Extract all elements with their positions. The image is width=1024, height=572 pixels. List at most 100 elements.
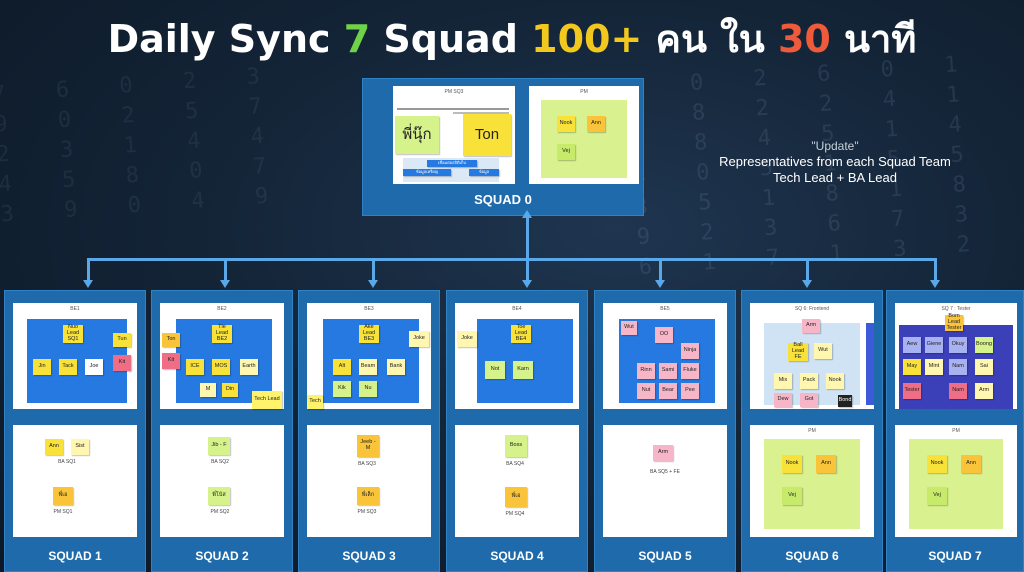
team-area-edge: [866, 323, 874, 405]
sticky-note: Nut: [637, 383, 655, 399]
connector-drop: [659, 258, 662, 282]
sticky-note: Bond: [838, 395, 852, 407]
board-header: PM: [580, 89, 588, 95]
sticky-note: Jib - F: [208, 437, 230, 455]
connector-drop: [372, 258, 375, 282]
squad-7-board-bottom: PM Nook Ann Vej: [895, 425, 1017, 537]
title-people-count: 100+: [531, 17, 643, 61]
title-text: คน ใน: [642, 17, 778, 61]
sticky-note: Nam: [949, 383, 967, 399]
squad-0-label: SQUAD 0: [474, 192, 532, 207]
flow-label: ข้อมูล: [469, 169, 499, 176]
title-text: Daily Sync: [107, 17, 344, 61]
sticky-note: Tack: [59, 359, 77, 375]
role-label: PM SQ2: [210, 509, 230, 515]
sticky-note: Vej: [782, 487, 802, 505]
squad-4-board-bottom: Boss BA SQ4 พี่เอ PM SQ4: [455, 425, 579, 537]
note-line: Representatives from each Squad Team: [719, 154, 951, 169]
sticky-note: Sami: [659, 363, 677, 379]
sticky-note: พี่เอ: [53, 487, 73, 505]
squad-1-panel: BE1 Nuo Lead SQ1 Tun Jin Tack Joe Kit An…: [4, 290, 146, 572]
sticky-note: Fluke: [681, 363, 699, 379]
sticky-note: Vej: [927, 487, 947, 505]
squad-6-label: SQUAD 6: [785, 549, 839, 563]
flow-label: ข้อมูลเหรียญ: [403, 169, 451, 176]
sticky-note: Nook: [557, 116, 575, 132]
squad-1-board-top: BE1 Nuo Lead SQ1 Tun Jin Tack Joe Kit: [13, 303, 137, 409]
sticky-note: Rinn: [637, 363, 655, 379]
squad-0-board-left: PM SQ3 พี่นุ๊ก Ton เชื่อมต่อสถิติเก็บ ข้…: [393, 86, 515, 184]
connector-arrow: [368, 280, 378, 288]
connector-drop: [806, 258, 809, 282]
sticky-note: Jin: [33, 359, 51, 375]
board-header: BE4: [512, 306, 522, 312]
board-header: PM: [952, 428, 960, 434]
squad-5-panel: BE5 Wut OO Ninja Rinn Sami Fluke Nut Bea…: [594, 290, 736, 572]
sticky-note: Aew: [903, 337, 921, 353]
connector-drop: [224, 258, 227, 282]
squad-7-panel: SQ 7 : Tester Bom Lead Tester Aew Giene …: [886, 290, 1024, 572]
sticky-note: Okuy: [949, 337, 967, 353]
sticky-note: Bank: [387, 359, 405, 375]
squad-7-label: SQUAD 7: [928, 549, 982, 563]
sticky-note: Arm: [802, 319, 820, 333]
sticky-note: Giene: [925, 337, 943, 353]
sticky-note: Ann: [45, 439, 63, 455]
sticky-note: Nook: [826, 373, 844, 389]
squad-3-label: SQUAD 3: [342, 549, 396, 563]
sticky-note: Tun: [113, 333, 131, 347]
sticky-note: Beam: [359, 359, 377, 375]
sticky-note: Sai: [975, 359, 993, 375]
connector-horizontal: [87, 258, 937, 261]
sticky-note: Ton: [463, 114, 511, 156]
sticky-note: Nuo Lead SQ1: [63, 324, 83, 343]
sticky-note: พี่เอ: [505, 487, 527, 507]
note-line: Tech Lead + BA Lead: [773, 170, 897, 185]
sticky-note: Tech: [307, 395, 323, 409]
sticky-note: Kit: [162, 353, 180, 369]
sticky-note: Arm: [975, 383, 993, 399]
role-label: PM SQ1: [53, 509, 73, 515]
squad-5-board-bottom: Arm BA SQ5 + FE: [603, 425, 727, 537]
sticky-note: Ninja: [681, 343, 699, 359]
board-header: BE1: [70, 306, 80, 312]
squad-3-board-bottom: Jeeb - M BA SQ3 พี่เล็ก PM SQ3: [307, 425, 431, 537]
sticky-note: Nook: [782, 455, 802, 473]
sticky-note: Ake Lead BE3: [359, 324, 379, 343]
sticky-note: Karn: [513, 361, 533, 379]
board-header: PM: [808, 428, 816, 434]
connector-arrow: [655, 280, 665, 288]
squad-6-board-top: SQ 6: Frontend Arm Ball Lead FE Wut Mix …: [750, 303, 874, 409]
sticky-note: พี่โบ้ส: [208, 487, 230, 505]
sticky-note: Nook: [927, 455, 947, 473]
sticky-note: May: [903, 359, 921, 375]
connector-arrow: [930, 280, 940, 288]
sticky-note: Mint: [925, 359, 943, 375]
sticky-note: Tester: [903, 383, 921, 399]
squad-2-board-top: BE2 Tle Lead BE2 Ton Kit ICE MOS Earth M…: [160, 303, 284, 409]
connector-arrow-up: [522, 210, 532, 218]
squad-6-board-bottom: PM Nook Ann Vej: [750, 425, 874, 537]
sticky-note: M: [200, 383, 216, 397]
sticky-note: Sist: [71, 439, 89, 455]
sticky-note: Earth: [240, 359, 258, 375]
sticky-note: MOS: [212, 359, 230, 375]
sticky-note: Joke: [409, 331, 429, 347]
sticky-note: Alt: [333, 359, 351, 375]
pm-area: [909, 439, 1003, 529]
sticky-note: Tle Lead BE2: [212, 324, 232, 343]
sticky-note: Vej: [557, 144, 575, 160]
role-label: BA SQ4: [506, 461, 524, 467]
sticky-note: Toe Lead BE4: [511, 324, 531, 343]
connector-drop: [87, 258, 90, 282]
flow-label: เชื่อมต่อสถิติเก็บ: [427, 160, 477, 167]
sticky-note: พี่นุ๊ก: [395, 116, 439, 154]
squad-2-label: SQUAD 2: [195, 549, 249, 563]
squad-0-panel: PM SQ3 พี่นุ๊ก Ton เชื่อมต่อสถิติเก็บ ข้…: [362, 78, 644, 216]
squad-1-label: SQUAD 1: [48, 549, 102, 563]
sticky-note: Din: [222, 383, 238, 397]
board-header: BE2: [217, 306, 227, 312]
squad-3-board-top: BE3 Ake Lead BE3 Joke Alt Beam Bank Kik …: [307, 303, 431, 409]
sticky-note: Bear: [659, 383, 677, 399]
connector-arrow: [802, 280, 812, 288]
